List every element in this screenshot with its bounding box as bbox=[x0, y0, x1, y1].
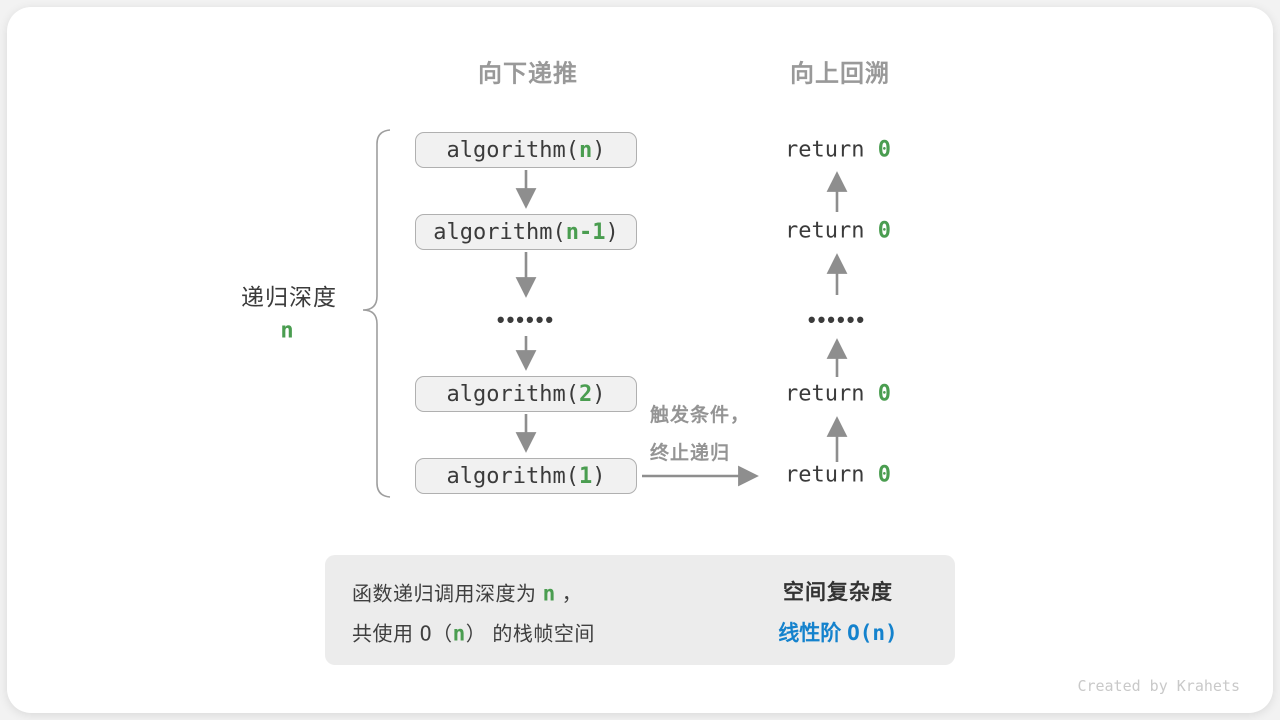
call-text: algorithm( bbox=[446, 137, 579, 163]
complexity-notation: O(n) bbox=[847, 621, 898, 645]
return-statement-1: return 0 bbox=[785, 138, 891, 163]
call-box-algorithm-n: algorithm(n) bbox=[415, 132, 637, 168]
call-box-algorithm-1: algorithm(1) bbox=[415, 458, 637, 494]
credit-text: Created by Krahets bbox=[1077, 677, 1240, 695]
call-arg: n bbox=[578, 137, 593, 163]
summary-line-1: 函数递归调用深度为 n ， bbox=[352, 578, 582, 607]
header-backtrack-up: 向上回溯 bbox=[790, 60, 890, 88]
summary-text: 共使用 bbox=[352, 623, 420, 646]
return-value: 0 bbox=[877, 462, 891, 488]
trigger-note-line1: 触发条件， bbox=[650, 405, 751, 426]
summary-text: 的栈帧空间 bbox=[486, 623, 595, 646]
return-statement-2: return 0 bbox=[785, 219, 891, 244]
summary-text: 函数递归调用深度为 bbox=[352, 583, 543, 606]
call-box-algorithm-2: algorithm(2) bbox=[415, 376, 637, 412]
space-complexity-value: 线性阶 O(n) bbox=[778, 617, 897, 647]
summary-n: n bbox=[542, 581, 556, 606]
trigger-note-line2: 终止递归 bbox=[650, 443, 731, 464]
stack-ellipsis: •••••• bbox=[496, 307, 556, 332]
return-text: return bbox=[785, 137, 878, 163]
space-complexity-title: 空间复杂度 bbox=[783, 581, 893, 604]
complexity-class-label: 线性阶 bbox=[778, 622, 848, 645]
call-arg: n-1 bbox=[565, 219, 606, 245]
call-text: algorithm( bbox=[446, 463, 579, 489]
call-text: algorithm( bbox=[446, 381, 579, 407]
return-text: return bbox=[785, 462, 878, 488]
header-recurse-down: 向下递推 bbox=[478, 60, 578, 88]
return-text: return bbox=[785, 381, 878, 407]
summary-box bbox=[325, 555, 955, 665]
return-value: 0 bbox=[877, 381, 891, 407]
call-text: ) bbox=[592, 463, 606, 489]
summary-line-2: 共使用 O（n） 的栈帧空间 bbox=[352, 618, 595, 647]
call-box-algorithm-n-1: algorithm(n-1) bbox=[415, 214, 637, 250]
summary-n: n bbox=[452, 621, 466, 646]
return-value: 0 bbox=[877, 218, 891, 244]
summary-code: ） bbox=[465, 621, 487, 646]
return-value: 0 bbox=[877, 137, 891, 163]
summary-text: ， bbox=[555, 583, 583, 606]
return-ellipsis: •••••• bbox=[807, 307, 867, 332]
call-arg: 2 bbox=[578, 381, 593, 407]
return-statement-3: return 0 bbox=[785, 382, 891, 407]
call-text: ) bbox=[592, 137, 606, 163]
call-text: ) bbox=[605, 219, 619, 245]
call-arg: 1 bbox=[578, 463, 593, 489]
call-text: ) bbox=[592, 381, 606, 407]
return-text: return bbox=[785, 218, 878, 244]
recursion-depth-value: n bbox=[280, 318, 294, 344]
return-statement-4: return 0 bbox=[785, 463, 891, 488]
summary-code: O（ bbox=[419, 621, 453, 646]
call-text: algorithm( bbox=[433, 219, 566, 245]
recursion-depth-label: 递归深度 bbox=[241, 284, 337, 310]
